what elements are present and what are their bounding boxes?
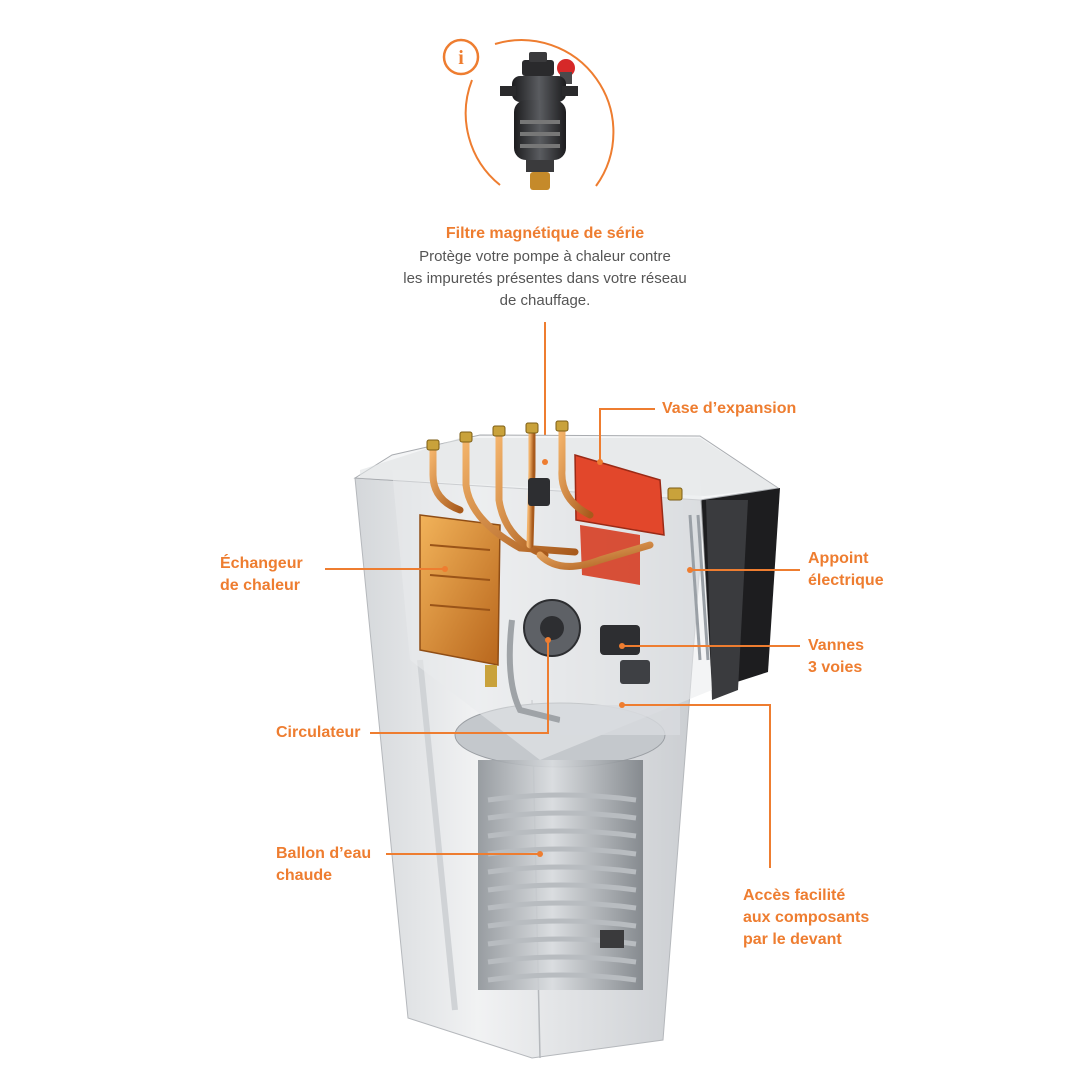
filter-description-line: Protège votre pompe à chaleur contre (419, 248, 671, 265)
hydraulic-module-image (392, 420, 712, 760)
label-line: électrique (808, 572, 884, 589)
filter-title: Filtre magnétique de série (445, 225, 645, 242)
three-way-valve-image (600, 625, 640, 655)
leader-circulateur (370, 640, 549, 734)
label-line: 3 voies (808, 659, 863, 676)
leader-acces (622, 704, 771, 868)
info-icon-ring (442, 38, 480, 76)
filter-description-line: de chauffage. (499, 292, 591, 309)
label-line: Accès facilité (743, 887, 846, 904)
label-line: Vase d’expansion (662, 400, 797, 417)
label-line: de chaleur (220, 577, 301, 594)
label-line: aux composants (743, 909, 870, 926)
label-circulateur: Circulateur (276, 722, 360, 744)
filter-description: Protège votre pompe à chaleur contre les… (340, 246, 750, 312)
info-circle-outline (464, 39, 615, 187)
label-line: chaude (276, 867, 333, 884)
info-icon: i (458, 47, 464, 69)
label-line: Appoint (808, 550, 869, 567)
label-line: par le devant (743, 931, 842, 948)
label-vase-expansion: Vase d’expansion (662, 398, 796, 420)
label-appoint-electrique: Appoint électrique (808, 548, 884, 592)
leader-vase (599, 408, 655, 462)
magnetic-filter-image (500, 52, 578, 190)
label-vannes-3-voies: Vannes 3 voies (808, 635, 864, 679)
label-echangeur-chaleur: Échangeur de chaleur (220, 553, 303, 597)
label-ballon-eau-chaude: Ballon d’eau chaude (276, 843, 371, 887)
filter-description-line: les impuretés présentes dans votre résea… (403, 270, 687, 287)
label-acces-facilite: Accès facilité aux composants par le dev… (743, 885, 869, 951)
label-line: Circulateur (276, 724, 361, 741)
label-line: Vannes (808, 637, 865, 654)
heat-exchanger-image (419, 514, 501, 666)
label-line: Échangeur (220, 555, 303, 572)
label-line: Ballon d’eau (276, 845, 372, 862)
expansion-vessel-image (574, 453, 665, 536)
